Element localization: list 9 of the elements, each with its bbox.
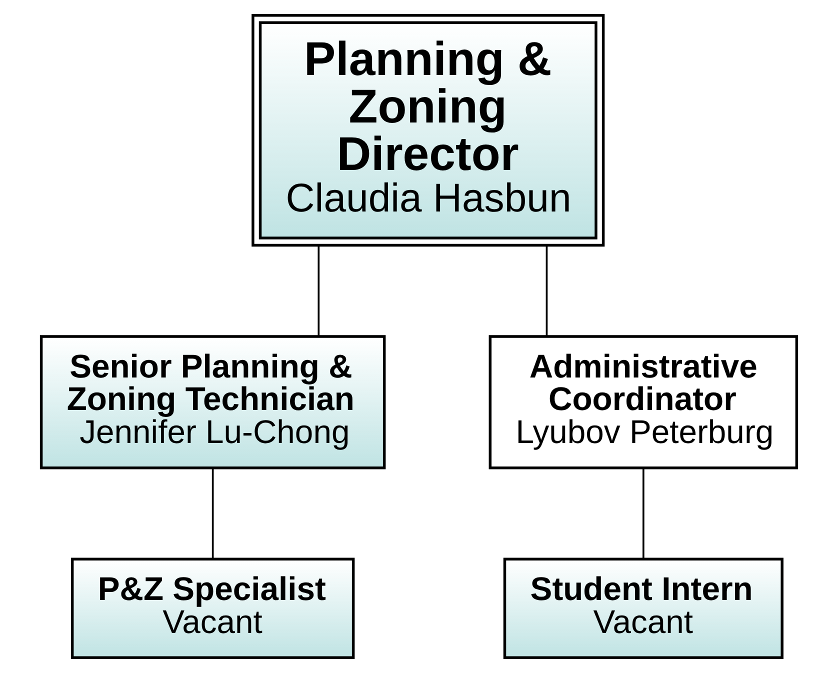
connector: [212, 468, 214, 559]
node-box: Administrative Coordinator Lyubov Peterburg: [488, 335, 798, 470]
connector: [546, 246, 548, 336]
connector: [318, 246, 320, 336]
node-box: Student Intern Vacant: [503, 558, 784, 659]
node-box: Senior Planning & Zoning Technician Jennifer Lu-Chong: [40, 335, 386, 470]
connector: [642, 468, 644, 559]
node-box: P&Z Specialist Vacant: [70, 558, 355, 659]
node-box: Planning & Zoning Director Claudia Hasbun: [252, 14, 605, 247]
